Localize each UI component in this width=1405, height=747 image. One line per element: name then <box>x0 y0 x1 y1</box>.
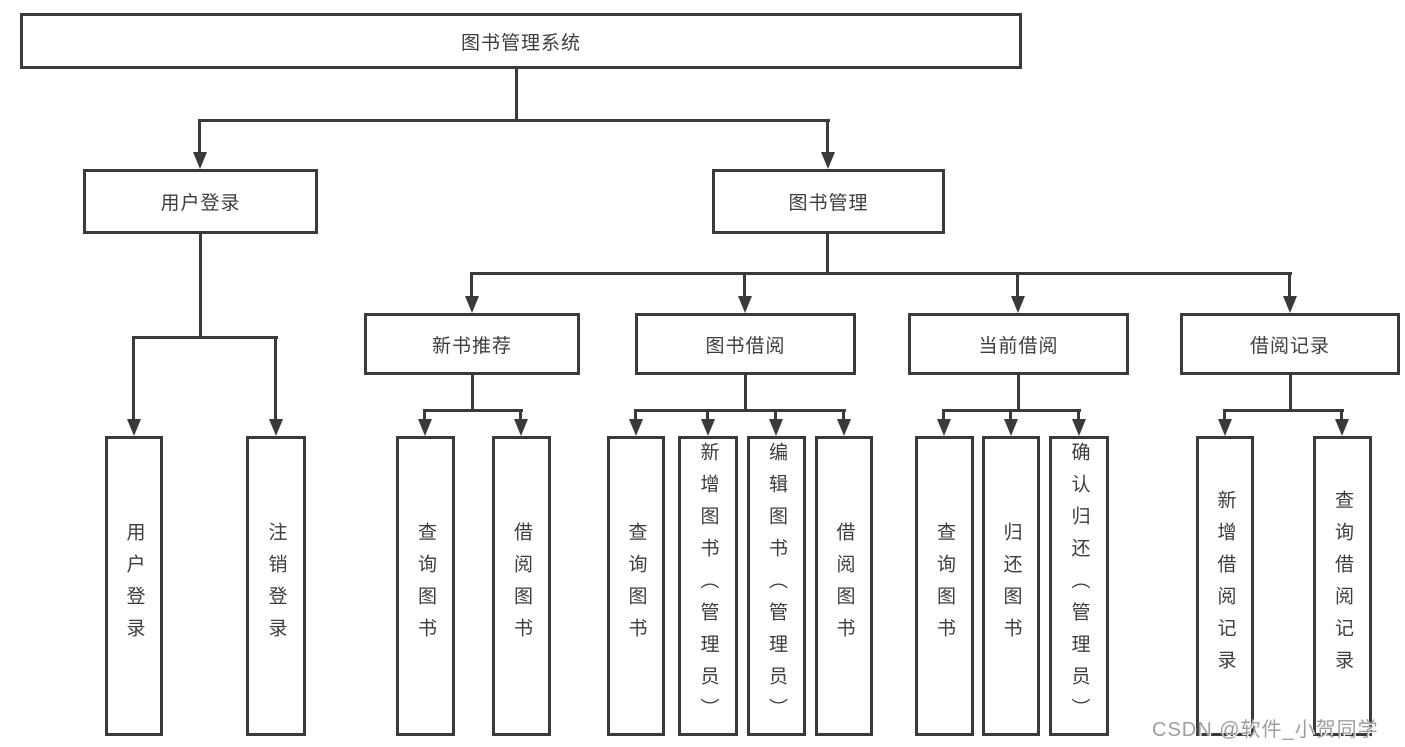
leaf-add-book: 新增图书（管理员） <box>678 436 738 736</box>
leaf-borrow-book-recommend: 借阅图书 <box>492 436 551 736</box>
arrow-down-icon <box>1072 409 1086 436</box>
leaf-logout-label: 注销登录 <box>265 522 287 650</box>
arrow-down-icon <box>465 272 479 313</box>
node-borrow-records: 借阅记录 <box>1180 313 1400 375</box>
node-current-borrow-label: 当前借阅 <box>978 335 1059 357</box>
node-book-management: 图书管理 <box>712 169 945 234</box>
connector-vline <box>199 234 202 339</box>
leaf-edit-book-label: 编辑图书（管理员） <box>766 442 787 730</box>
node-borrow-records-label: 借阅记录 <box>1249 335 1330 357</box>
leaf-return-book: 归还图书 <box>982 436 1040 736</box>
leaf-query-borrow-record-label: 查询借阅记录 <box>1332 490 1353 682</box>
arrow-down-icon <box>701 409 715 436</box>
arrow-down-icon <box>514 409 528 436</box>
connector-vline <box>515 68 518 121</box>
leaf-query-book-current-label: 查询图书 <box>934 522 955 650</box>
connector-vline <box>1017 375 1020 412</box>
leaf-confirm-return: 确认归还（管理员） <box>1049 436 1109 736</box>
arrow-down-icon <box>193 119 207 169</box>
leaf-add-book-label: 新增图书（管理员） <box>697 442 719 730</box>
leaf-confirm-return-label: 确认归还（管理员） <box>1068 442 1090 730</box>
csdn-watermark: CSDN @软件_小贺同学 <box>1152 719 1379 741</box>
node-root-label: 图书管理系统 <box>460 32 581 54</box>
arrow-down-icon <box>1283 272 1297 313</box>
leaf-user-login: 用户登录 <box>105 436 163 736</box>
connector-vline <box>826 234 829 275</box>
leaf-user-login-label: 用户登录 <box>123 522 145 650</box>
node-current-borrow: 当前借阅 <box>908 313 1129 375</box>
leaf-query-book-borrow-label: 查询图书 <box>625 522 647 650</box>
arrow-down-icon <box>769 409 783 436</box>
leaf-borrow-book-2: 借阅图书 <box>815 436 873 736</box>
arrow-down-icon <box>127 336 141 436</box>
connector-vline <box>471 375 474 412</box>
connector-vline <box>1289 375 1292 412</box>
connector-hline <box>198 119 830 122</box>
connector-hline <box>470 272 1292 275</box>
node-user-login-label: 用户登录 <box>160 193 241 214</box>
leaf-edit-book: 编辑图书（管理员） <box>747 436 806 736</box>
connector-vline <box>744 375 747 412</box>
leaf-add-borrow-record-label: 新增借阅记录 <box>1214 490 1236 682</box>
arrow-down-icon <box>937 409 951 436</box>
arrow-down-icon <box>837 409 851 436</box>
connector-hline <box>1223 409 1344 412</box>
leaf-logout: 注销登录 <box>246 436 306 736</box>
leaf-borrow-book-2-label: 借阅图书 <box>833 522 855 650</box>
arrow-down-icon <box>1218 409 1232 436</box>
leaf-query-book-recommend: 查询图书 <box>396 436 455 736</box>
node-new-book-recommend-label: 新书推荐 <box>431 335 512 357</box>
arrow-down-icon <box>821 119 835 169</box>
connector-hline <box>423 409 523 412</box>
connector-hline <box>132 336 278 339</box>
connector-hline <box>634 409 846 412</box>
leaf-query-book-current: 查询图书 <box>915 436 974 736</box>
leaf-query-book-borrow: 查询图书 <box>607 436 665 736</box>
node-user-login: 用户登录 <box>83 169 318 234</box>
arrow-down-icon <box>738 272 752 313</box>
leaf-borrow-book-recommend-label: 借阅图书 <box>511 522 532 650</box>
node-book-management-label: 图书管理 <box>788 193 869 214</box>
arrow-down-icon <box>1335 409 1349 436</box>
node-new-book-recommend: 新书推荐 <box>364 313 580 375</box>
leaf-query-borrow-record: 查询借阅记录 <box>1313 436 1372 736</box>
arrow-down-icon <box>269 336 283 436</box>
arrow-down-icon <box>1004 409 1018 436</box>
node-book-borrow: 图书借阅 <box>635 313 856 375</box>
leaf-add-borrow-record: 新增借阅记录 <box>1196 436 1254 736</box>
arrow-down-icon <box>629 409 643 436</box>
arrow-down-icon <box>1011 272 1025 313</box>
node-root: 图书管理系统 <box>20 13 1022 69</box>
leaf-return-book-label: 归还图书 <box>1000 522 1022 650</box>
arrow-down-icon <box>418 409 432 436</box>
leaf-query-book-recommend-label: 查询图书 <box>415 522 436 650</box>
node-book-borrow-label: 图书借阅 <box>705 335 786 357</box>
